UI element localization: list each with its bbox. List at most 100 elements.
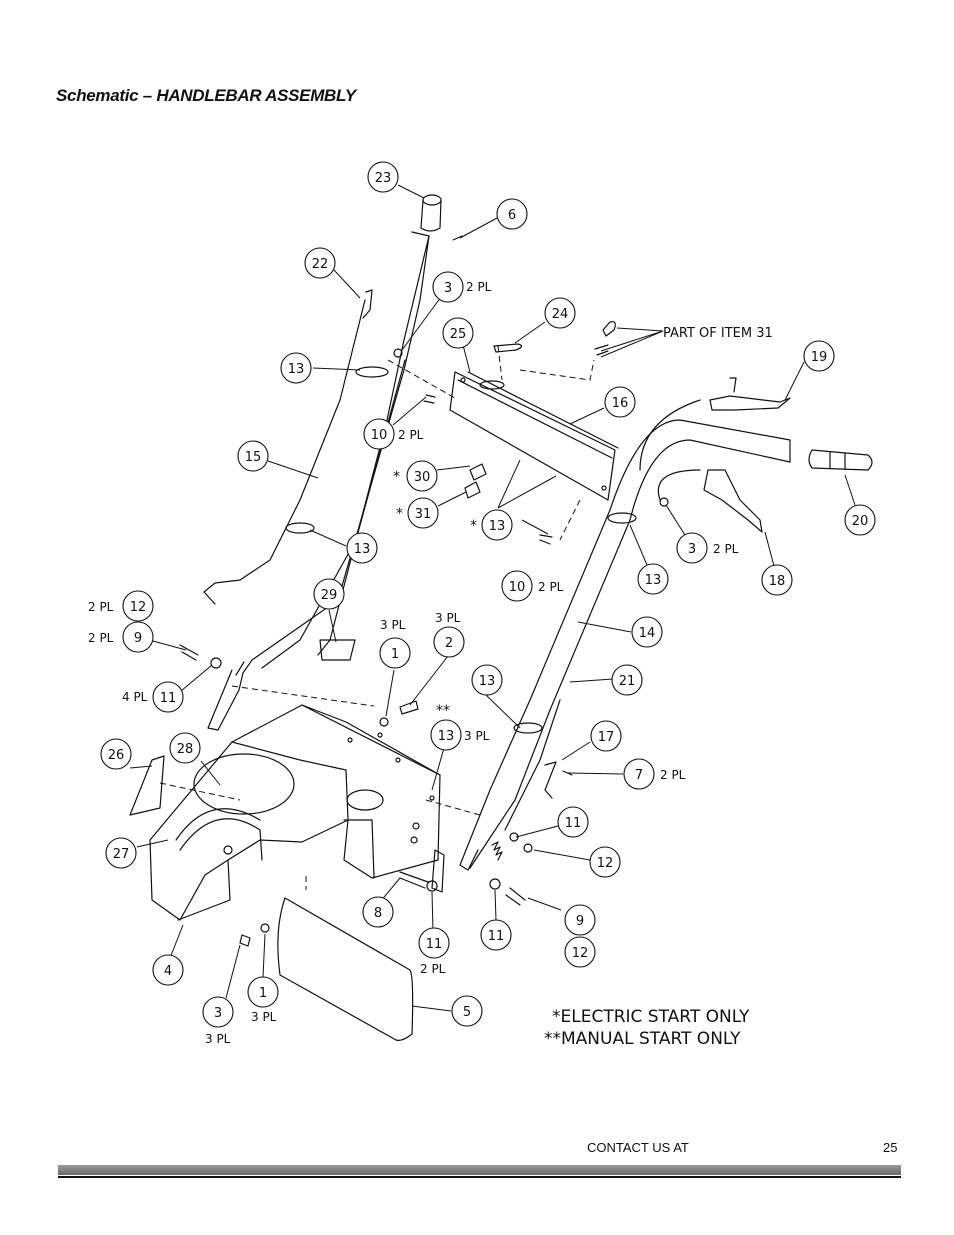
callout-number: 13 — [479, 674, 496, 689]
callout-number: 21 — [619, 674, 636, 689]
callout-28 — [169, 732, 201, 764]
callout-13b — [481, 509, 513, 541]
electric-start-note: *ELECTRIC START ONLY — [552, 1007, 750, 1027]
callout-3 — [432, 271, 464, 303]
callout-24 — [544, 297, 576, 329]
quantity-note: 2 PL — [88, 631, 114, 645]
callout-number: 15 — [245, 450, 262, 465]
callout-number: 14 — [639, 626, 656, 641]
callout-7 — [623, 758, 655, 790]
callout-10b — [501, 570, 533, 602]
callout-9b — [564, 904, 596, 936]
callout-number: 9 — [576, 914, 584, 929]
callout-number: 27 — [113, 847, 130, 862]
callout-number: 11 — [488, 929, 505, 944]
quantity-note: 4 PL — [122, 690, 148, 704]
callout-5 — [451, 995, 483, 1027]
callout-13c — [637, 563, 669, 595]
handlebar-housing — [149, 704, 441, 921]
callout-number: 30 — [414, 470, 431, 485]
callout-4 — [152, 954, 184, 986]
callout-number: 20 — [852, 514, 869, 529]
cover-plate — [277, 897, 414, 1041]
callout-number: 4 — [164, 964, 172, 979]
electric-mark: * — [396, 506, 403, 522]
callout-13e — [471, 664, 503, 696]
pin — [452, 235, 463, 241]
electric-mark: * — [470, 518, 477, 534]
quantity-note: 2 PL — [398, 428, 424, 442]
callout-2 — [433, 626, 465, 658]
callout-3b — [676, 532, 708, 564]
callout-number: 10 — [371, 428, 388, 443]
callout-number: 16 — [612, 396, 629, 411]
page-number: 25 — [883, 1140, 898, 1155]
quantity-note: 3 PL — [251, 1010, 277, 1024]
callout-25 — [442, 317, 474, 349]
callout-29 — [313, 578, 345, 610]
manual-mark: ** — [436, 703, 450, 719]
quantity-note: 2 PL — [660, 768, 686, 782]
callout-8 — [362, 896, 394, 928]
footer-contact: CONTACT US AT — [587, 1140, 689, 1155]
callout-number: 12 — [597, 856, 614, 871]
quantity-note: 2 PL — [466, 280, 492, 294]
callout-number: 28 — [177, 742, 194, 757]
callout-12 — [122, 590, 154, 622]
callout-18 — [761, 564, 793, 596]
right-handlebar-tube — [459, 419, 791, 871]
callout-20 — [844, 504, 876, 536]
callout-number: 12 — [130, 600, 147, 615]
decal-26 — [129, 755, 165, 816]
callout-number: 29 — [321, 588, 338, 603]
quantity-note: 2 PL — [538, 580, 564, 594]
quantity-note: 2 PL — [88, 600, 114, 614]
callout-number: 13 — [645, 573, 662, 588]
decal-29 — [319, 639, 356, 661]
callout-11 — [152, 681, 184, 713]
callout-number: 1 — [259, 986, 267, 1001]
callout-22 — [304, 247, 336, 279]
callout-number: 3 — [444, 281, 452, 296]
part-of-note: PART OF ITEM 31 — [663, 326, 773, 341]
footer-rule — [58, 1165, 901, 1175]
callout-6 — [496, 198, 528, 230]
manual-start-note: **MANUAL START ONLY — [544, 1029, 741, 1049]
callout-number: 11 — [160, 691, 177, 706]
callout-number: 24 — [552, 307, 569, 322]
callout-number: 19 — [811, 350, 828, 365]
callout-number: 12 — [572, 946, 589, 961]
callout-number: 22 — [312, 257, 329, 272]
quantity-note: 2 PL — [420, 962, 446, 976]
callout-12c — [564, 936, 596, 968]
callout-number: 2 — [445, 636, 453, 651]
callout-number: 3 — [214, 1006, 222, 1021]
callout-21 — [611, 664, 643, 696]
callout-17 — [590, 720, 622, 752]
callout-14 — [631, 616, 663, 648]
callout-1b — [247, 976, 279, 1008]
callout-11c — [418, 927, 450, 959]
page-title: Schematic – HANDLEBAR ASSEMBLY — [56, 86, 356, 105]
callout-number: 6 — [508, 208, 516, 223]
hand-grip-right — [808, 449, 873, 471]
callout-number: 18 — [769, 574, 786, 589]
callout-11b — [557, 806, 589, 838]
callout-number: 5 — [463, 1005, 471, 1020]
callout-number: 25 — [450, 327, 467, 342]
callout-3c — [202, 996, 234, 1028]
callout-19 — [803, 340, 835, 372]
control-panel — [449, 371, 619, 501]
callout-11d — [480, 919, 512, 951]
quantity-note: 3 PL — [380, 618, 406, 632]
callout-number: 13 — [288, 362, 305, 377]
callout-number: 3 — [688, 542, 696, 557]
quantity-note: 2 PL — [713, 542, 739, 556]
callout-number: 13 — [354, 542, 371, 557]
callout-1 — [379, 637, 411, 669]
hand-grip-left — [420, 194, 442, 232]
callout-number: 7 — [635, 768, 643, 783]
callout-15 — [237, 440, 269, 472]
